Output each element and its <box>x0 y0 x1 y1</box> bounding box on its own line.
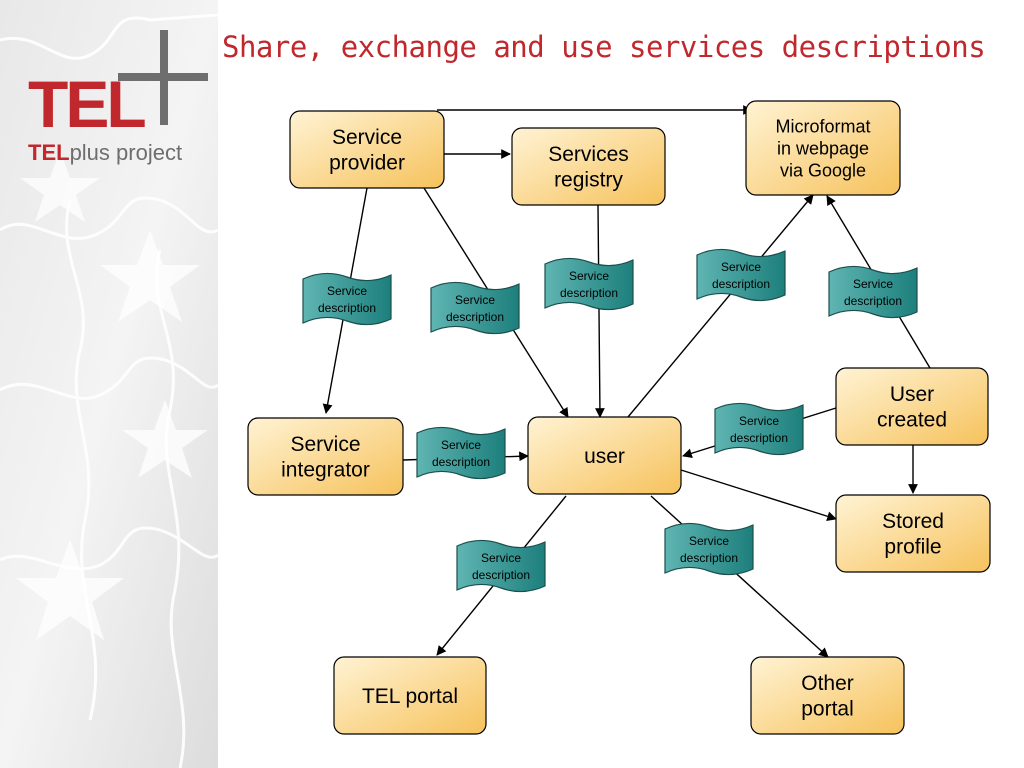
connector-lines <box>322 105 931 658</box>
node-service-integrator: Service integrator <box>247 417 404 496</box>
service-description-doc: Service description <box>664 522 754 576</box>
service-description-doc: Service description <box>416 426 506 480</box>
node-tel-portal: TEL portal <box>333 656 487 735</box>
node-label-line: integrator <box>281 459 370 482</box>
doc-shape <box>430 281 520 335</box>
doc-shape <box>456 539 546 593</box>
node-label-line: provider <box>329 152 405 175</box>
logo-mark: TEL <box>28 67 145 141</box>
doc-shape <box>302 272 392 326</box>
node-user: user <box>527 416 682 495</box>
node-label-line: Microformat <box>775 116 870 136</box>
doc-label-line: description <box>432 455 490 469</box>
node-label-line: registry <box>554 169 623 192</box>
node-box <box>289 110 445 189</box>
logo-project-name: TELplus project <box>28 140 182 165</box>
doc-label-line: Service <box>481 551 521 565</box>
node-box <box>333 656 487 735</box>
doc-label-line: Service <box>569 269 609 283</box>
doc-label-line: description <box>560 286 618 300</box>
slide-title: Share, exchange and use services descrip… <box>222 30 986 64</box>
logo-cross-horizontal <box>118 73 208 81</box>
node-label-line: Service <box>290 433 360 456</box>
doc-shape <box>714 402 804 456</box>
doc-label-line: description <box>712 277 770 291</box>
node-box <box>511 127 666 206</box>
edge-registry-to-user <box>595 204 605 418</box>
node-label-line: TEL portal <box>362 685 458 708</box>
doc-label-line: Service <box>853 277 893 291</box>
node-box <box>247 417 404 496</box>
node-label-line: profile <box>884 536 941 559</box>
doc-shape <box>828 265 918 319</box>
service-description-doc: Service description <box>302 272 392 326</box>
node-stored-profile: Stored profile <box>835 494 991 573</box>
service-description-doc: Service description <box>696 248 786 302</box>
service-description-documents: ServicedescriptionServicedescriptionServ… <box>302 248 918 593</box>
doc-label-line: description <box>844 294 902 308</box>
doc-shape <box>416 426 506 480</box>
node-label-line: Service <box>332 126 402 149</box>
doc-shape <box>696 248 786 302</box>
logo-project-rest: plus project <box>70 140 183 165</box>
node-label-line: User <box>890 383 934 406</box>
node-box <box>835 494 991 573</box>
node-other-portal: Other portal <box>750 656 905 735</box>
service-description-doc: Service description <box>430 281 520 335</box>
doc-label-line: Service <box>441 438 481 452</box>
node-label-line: created <box>877 409 947 432</box>
node-label-line: user <box>584 445 625 468</box>
doc-label-line: description <box>730 431 788 445</box>
doc-label-line: description <box>472 568 530 582</box>
doc-shape <box>544 257 634 311</box>
node-box <box>745 100 901 196</box>
node-label-line: Services <box>548 143 629 166</box>
doc-label-line: Service <box>455 293 495 307</box>
node-services-registry: Services registry <box>511 127 666 206</box>
doc-label-line: Service <box>739 414 779 428</box>
node-box <box>527 416 682 495</box>
doc-shape <box>664 522 754 576</box>
node-service-provider: Service provider <box>289 110 445 189</box>
node-box <box>750 656 905 735</box>
service-description-doc: Service description <box>456 539 546 593</box>
service-description-doc: Service description <box>714 402 804 456</box>
diagram-nodes: Service provider Services registry Microform… <box>247 100 991 735</box>
node-label-line: portal <box>801 698 854 721</box>
doc-label-line: Service <box>721 260 761 274</box>
node-label-line: in webpage <box>777 138 869 158</box>
doc-label-line: Service <box>689 534 729 548</box>
edge-user-to-storedprofile <box>680 469 837 522</box>
service-description-doc: Service description <box>544 257 634 311</box>
edge-user-to-otherportal <box>650 495 829 658</box>
doc-label-line: Service <box>327 284 367 298</box>
doc-label-line: description <box>446 310 504 324</box>
node-label-line: Stored <box>882 510 944 533</box>
doc-label-line: description <box>680 551 738 565</box>
service-description-doc: Service description <box>828 265 918 319</box>
sidebar-background <box>0 0 219 768</box>
node-box <box>835 367 989 446</box>
logo-project-bold: TEL <box>28 140 70 165</box>
node-label-line: via Google <box>780 160 866 180</box>
node-user-created: User created <box>835 367 989 446</box>
telplus-logo: TEL TELplus project <box>28 30 208 165</box>
doc-label-line: description <box>318 301 376 315</box>
edge-user-to-microformat <box>627 194 814 418</box>
node-label-line: Other <box>801 672 854 695</box>
